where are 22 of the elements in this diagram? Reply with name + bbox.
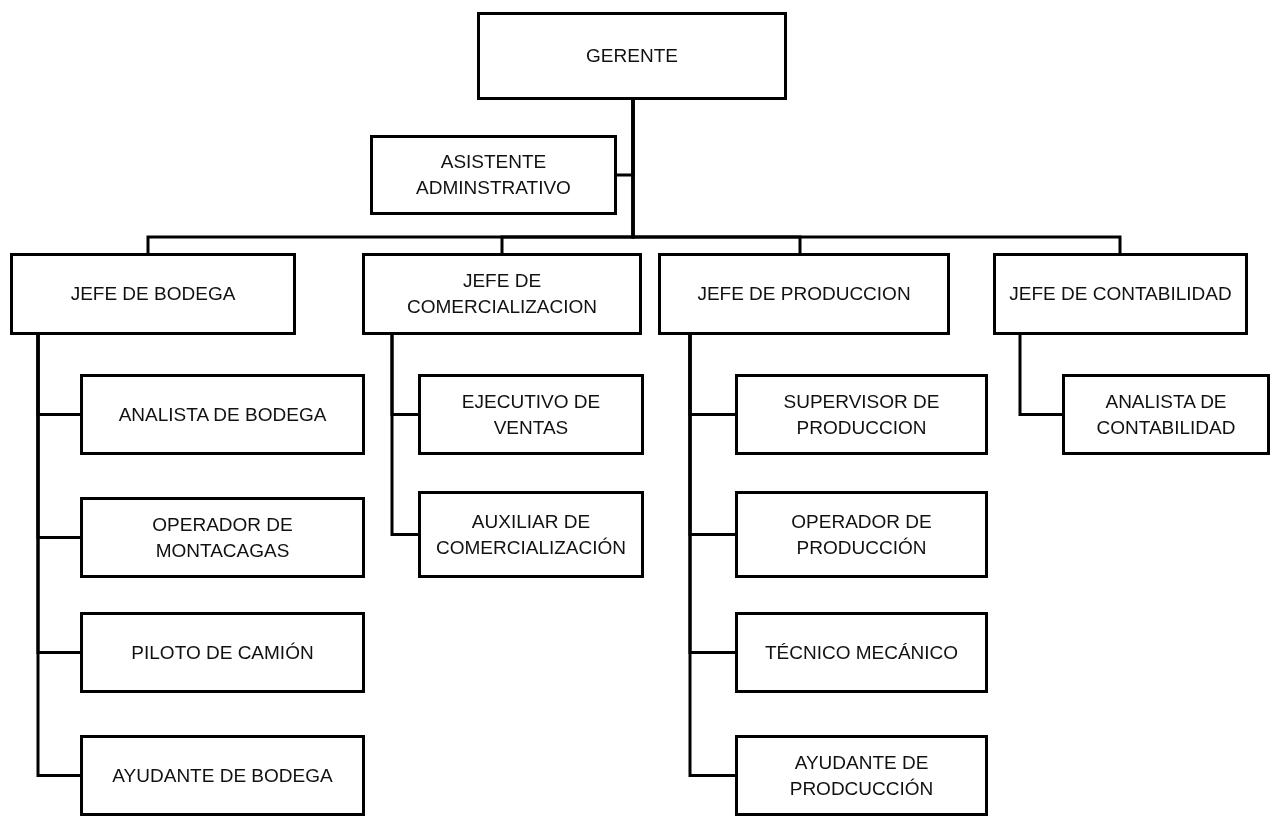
role-box: ANALISTA DE BODEGA [80,374,365,455]
connector-line [631,100,1122,253]
role-box: JEFE DE PRODUCCION [658,253,950,335]
role-box: OPERADOR DE MONTACAGAS [80,497,365,578]
connector-line [390,335,418,536]
connector-line [688,335,735,777]
role-box: SUPERVISOR DE PRODUCCION [735,374,988,455]
connector-line [1018,335,1062,416]
role-box: OPERADOR DE PRODUCCIÓN [735,491,988,578]
top-role-box: GERENTE [477,12,787,100]
role-box: AYUDANTE DE PRODCUCCIÓN [735,735,988,816]
role-box: JEFE DE BODEGA [10,253,296,335]
role-box: JEFE DE CONTABILIDAD [993,253,1248,335]
role-box: TÉCNICO MECÁNICO [735,612,988,693]
role-box: AUXILIAR DE COMERCIALIZACIÓN [418,491,644,578]
role-box: ANALISTA DE CONTABILIDAD [1062,374,1270,455]
role-box: AYUDANTE DE BODEGA [80,735,365,816]
role-box: EJECUTIVO DE VENTAS [418,374,644,455]
role-box: PILOTO DE CAMIÓN [80,612,365,693]
connector-line [36,335,80,777]
role-box: ASISTENTE ADMINSTRATIVO [370,135,617,215]
role-box: JEFE DE COMERCIALIZACION [362,253,642,335]
